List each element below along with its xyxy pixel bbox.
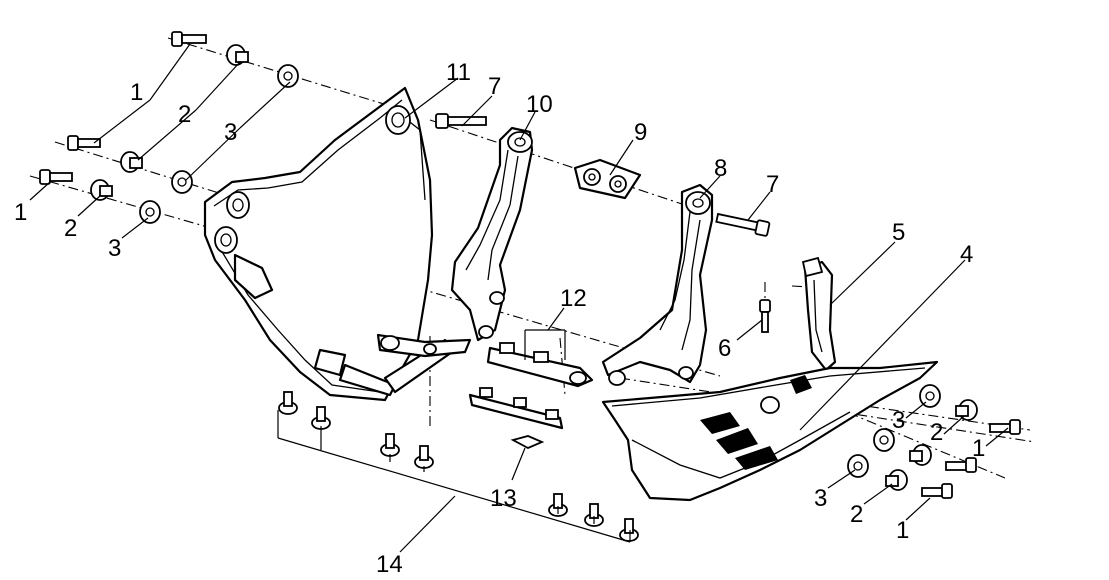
- callout-label: 3: [108, 235, 121, 262]
- small-bracket: [801, 256, 837, 372]
- hardware: [39, 31, 1021, 499]
- callout-label: 2: [850, 501, 863, 528]
- callout-label: 12: [560, 285, 587, 312]
- screw: [619, 518, 639, 542]
- callout-label: 11: [446, 59, 471, 86]
- callout-label: 1: [972, 435, 985, 462]
- rubber-grommet: [139, 200, 161, 224]
- collar: [226, 44, 249, 66]
- callout-label: 2: [178, 101, 191, 128]
- left-mounting-bracket: [450, 126, 534, 342]
- callout-label: 14: [376, 551, 403, 578]
- collar: [90, 179, 113, 201]
- long-bolt: [715, 212, 771, 237]
- skid-plate: [601, 360, 939, 502]
- collar: [885, 469, 908, 491]
- callout-label: 13: [490, 485, 517, 512]
- callout-labels: 1 2 3 1 2 3 11 7 10 9 8 7 5 4 6 12 3 2 1…: [14, 59, 985, 578]
- callout-label: 3: [892, 407, 905, 434]
- screw: [311, 406, 331, 430]
- bolt: [989, 419, 1021, 435]
- callout-label: 1: [130, 79, 143, 106]
- screw: [414, 445, 434, 469]
- screw: [278, 391, 298, 415]
- rubber-grommet: [171, 170, 193, 194]
- callout-label: 7: [488, 73, 501, 100]
- callout-label: 2: [64, 215, 77, 242]
- callout-label: 5: [892, 219, 905, 246]
- bottom-screws: [278, 391, 639, 542]
- callout-label: 10: [526, 91, 553, 118]
- callout-label: 4: [960, 241, 973, 268]
- screw: [759, 299, 771, 333]
- rubber-grommet: [847, 454, 869, 478]
- long-bolt: [435, 113, 487, 129]
- callout-label: 1: [896, 517, 909, 544]
- collar: [909, 444, 932, 466]
- callout-label: 3: [814, 485, 827, 512]
- bolt: [39, 169, 73, 185]
- callout-label: 6: [718, 335, 731, 362]
- bolt: [921, 483, 953, 499]
- bolt: [67, 135, 101, 151]
- callout-label: 9: [634, 119, 647, 146]
- rubber-grommet: [277, 64, 299, 88]
- rubber-grommet: [919, 384, 941, 408]
- callout-label: 3: [224, 119, 237, 146]
- collar: [120, 151, 143, 173]
- callout-label: 7: [766, 171, 779, 198]
- collar: [955, 399, 978, 421]
- callout-label: 2: [930, 419, 943, 446]
- bolt: [171, 31, 207, 47]
- screw: [380, 433, 400, 457]
- clip-nut-plates: [376, 333, 594, 449]
- bolt: [945, 457, 977, 473]
- callout-label: 1: [14, 199, 27, 226]
- nut-plate: [573, 158, 642, 200]
- right-mounting-bracket: [601, 183, 714, 386]
- leader-lines: [29, 43, 1009, 553]
- callout-label: 8: [714, 155, 727, 182]
- rubber-grommet: [873, 428, 895, 452]
